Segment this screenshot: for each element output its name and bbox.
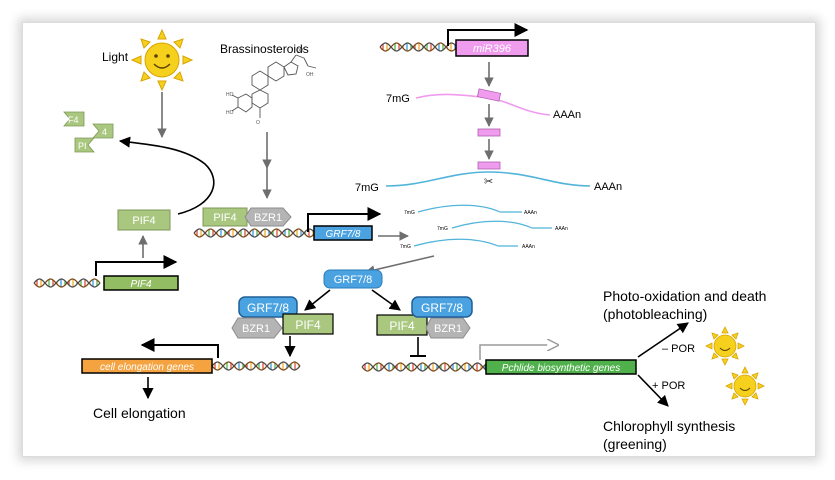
grf-gene-label: GRF7/8 — [325, 229, 360, 240]
mirna-on-target — [477, 161, 501, 170]
minus-por-label: – POR — [662, 343, 695, 355]
greening-label-2: (greening) — [603, 436, 667, 452]
mrna-3-tail: AAAn — [522, 244, 535, 250]
sun-icon-photobleaching — [705, 326, 745, 366]
photobleaching-label-2: (photobleaching) — [603, 306, 707, 322]
mature-mirna — [477, 128, 501, 137]
pif4-protein-pchlide-complex-label: PIF4 — [389, 319, 415, 333]
mir396-gene-label: miR396 — [473, 43, 512, 55]
grf-protein-pchlide-complex-label: GRF7/8 — [421, 301, 463, 315]
brassinosteroids-label: Brassinosteroids — [220, 42, 309, 56]
svg-text:O: O — [256, 120, 260, 126]
light-label: Light — [102, 50, 129, 64]
dna-strand-mir396 — [379, 42, 457, 52]
svg-text:HO: HO — [226, 110, 234, 116]
pif4-protein-left — [117, 209, 171, 231]
degradation-arrow — [118, 136, 215, 215]
target-mrna-cap: 7mG — [355, 182, 379, 194]
sun-icon — [130, 28, 194, 92]
mrna-2-tail: AAAn — [555, 226, 568, 232]
grf-protein-center — [323, 269, 383, 289]
pif4-gene-label: PIF4 — [130, 279, 152, 290]
pif4-protein-left-label: PIF4 — [132, 215, 155, 227]
mir396-gene-box — [455, 39, 529, 57]
pif4-gene-box — [103, 275, 179, 291]
translation-arrow-grf — [365, 255, 435, 275]
brassinosteroid-structure-icon: OH OH HO HO O — [226, 48, 317, 126]
pri-mirna-cap: 7mG — [386, 93, 410, 105]
bzr1-protein-grf-promoter-label: BZR1 — [254, 212, 282, 224]
pif4-protein-elong-complex — [282, 313, 334, 335]
bzr1-protein-elong-complex — [231, 317, 283, 339]
grf-protein-elong-complex — [238, 296, 298, 318]
pchlide-genes-box — [485, 359, 637, 375]
grf-protein-elong-complex-label: GRF7/8 — [247, 301, 289, 315]
degraded-pif4-fragments: F4 4 PI — [63, 111, 114, 153]
elong-genes-label: cell elongation genes — [100, 362, 194, 373]
cell-elongation-label: Cell elongation — [93, 405, 186, 421]
pif4-protein-elong-complex-label: PIF4 — [295, 318, 321, 332]
greening-label-1: Chlorophyll synthesis — [603, 418, 735, 434]
mrna-1-tail: AAAn — [524, 210, 537, 216]
plus-por-label: + POR — [652, 380, 685, 392]
elong-genes-box — [81, 358, 213, 374]
bzr1-protein-pchlide-complex — [425, 317, 471, 339]
sun-icon-greening — [725, 366, 765, 406]
grf-protein-pchlide-complex — [411, 296, 473, 318]
photobleaching-label-1: Photo-oxidation and death — [603, 288, 766, 304]
dna-strand-grf78 — [193, 228, 319, 238]
mrna-2-cap: 7mG — [437, 226, 448, 232]
svg-text:HO: HO — [226, 92, 234, 98]
figure-frame — [22, 22, 816, 457]
dna-strand-elongation — [211, 361, 301, 371]
arrow-to-elongation-complex — [304, 289, 331, 311]
svg-text:OH: OH — [296, 48, 304, 54]
scissors-icon: ✂ — [484, 176, 493, 188]
mrna-1-cap: 7mG — [404, 210, 415, 216]
bzr1-protein-grf-promoter — [244, 207, 292, 227]
bzr1-protein-pchlide-complex-label: BZR1 — [434, 323, 462, 335]
bzr1-protein-elong-complex-label: BZR1 — [242, 323, 270, 335]
mrna-3-cap: 7mG — [400, 244, 411, 250]
grf-gene-box — [313, 225, 373, 241]
dna-strand-pchlide — [361, 362, 487, 372]
grf-mrna-copies: 7mG AAAn 7mG AAAn 7mG AAAn — [400, 204, 568, 250]
pchlide-genes-label: Pchlide biosynthetic genes — [502, 363, 620, 374]
fragment-3-label: PI — [78, 141, 87, 151]
elong-promoter-arrow — [140, 338, 219, 358]
arrow-to-pchlide-complex — [371, 289, 401, 311]
svg-text:OH: OH — [306, 72, 314, 78]
fragment-1-label: F4 — [68, 115, 79, 125]
pif4-promoter-arrow — [95, 255, 178, 276]
pchlide-promoter-arrow — [479, 345, 558, 360]
grf-protein-center-label: GRF7/8 — [334, 274, 373, 286]
arrow-to-greening — [637, 374, 669, 407]
target-mrna-tail: AAAn — [594, 181, 622, 193]
target-mrna-cleaved — [385, 171, 591, 187]
dna-strand-pif4 — [33, 278, 101, 288]
pri-mirna-tail: AAAn — [553, 109, 581, 121]
arrow-to-photobleaching — [637, 322, 689, 358]
mir396-promoter-arrow — [447, 23, 529, 46]
grf-promoter-arrow — [307, 207, 382, 232]
pif4-protein-grf-promoter-label: PIF4 — [213, 212, 236, 224]
fragment-2-label: 4 — [102, 127, 107, 137]
pri-mirna-hairpin — [476, 88, 502, 102]
